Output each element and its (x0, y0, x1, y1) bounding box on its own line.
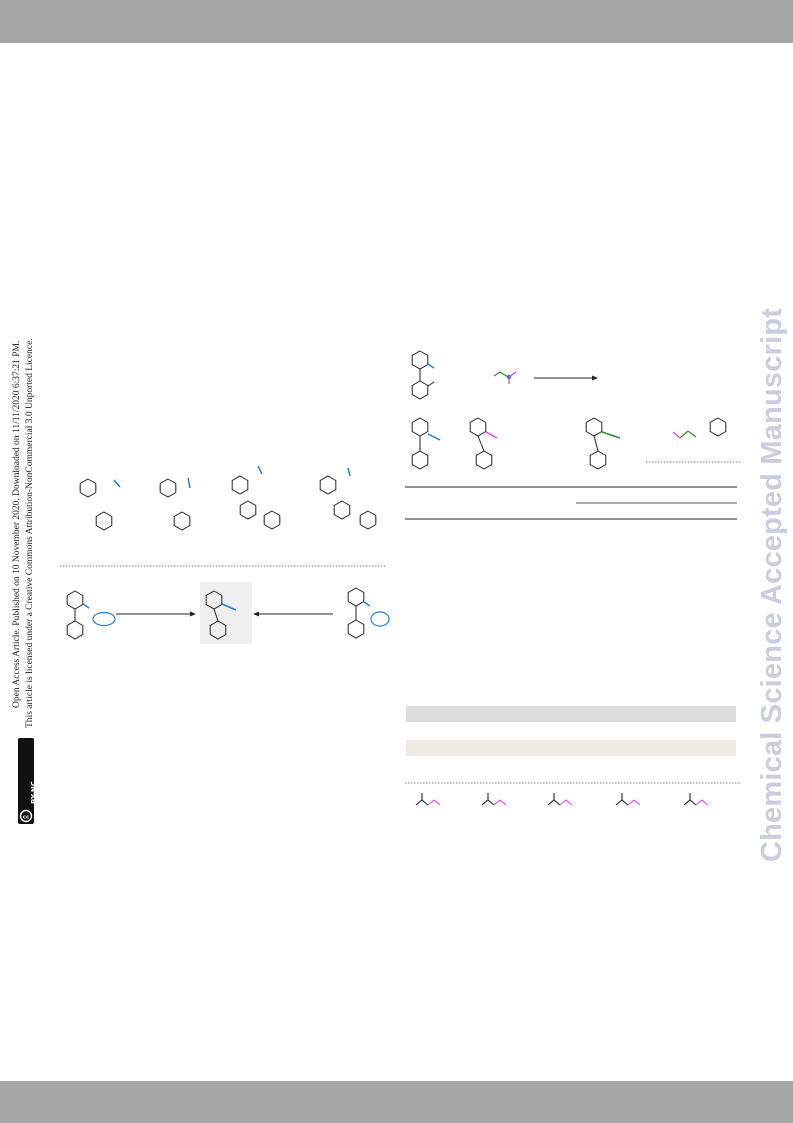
cc-icon: cc (19, 809, 33, 823)
reaction-arrow (534, 375, 598, 381)
table-rules (405, 486, 737, 520)
footer-bar (0, 1081, 793, 1123)
convergent-scheme (66, 582, 390, 644)
header-bar (0, 0, 793, 43)
reagent-fragments (415, 793, 709, 806)
product-structures-row (411, 417, 740, 470)
cc-license-badge[interactable]: cc BY-NC (18, 738, 38, 824)
scheme-biaryl-structure (411, 350, 435, 400)
data-table (405, 706, 740, 784)
svg-text:cc: cc (23, 815, 30, 821)
fused-ring-structures (79, 465, 377, 531)
scheme-reagent (493, 371, 517, 384)
